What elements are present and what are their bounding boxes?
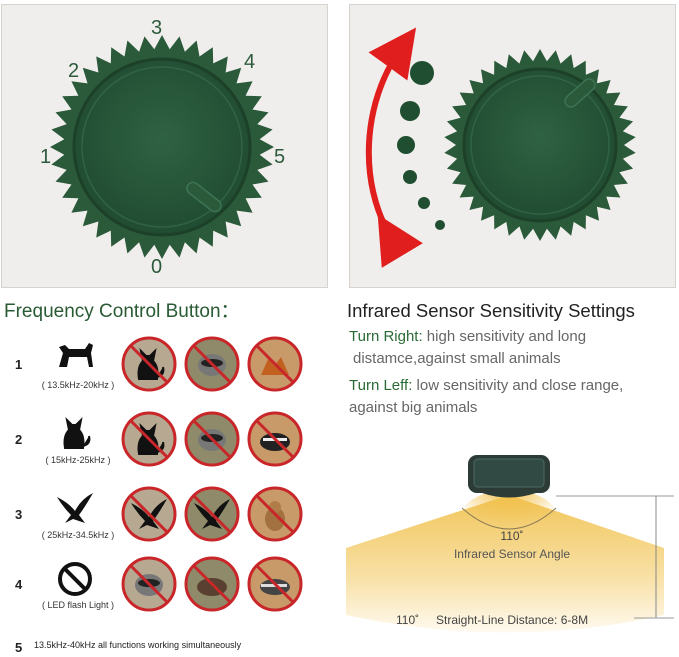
row-5-note: 13.5kHz-40kHz all functions working simu… (34, 640, 242, 650)
turn-left-line-1: Turn Leff: low sensitivity and close ran… (349, 377, 623, 394)
turn-right-text-1: high sensitivity and long (422, 328, 587, 345)
bird-icon (183, 485, 241, 543)
row-2-frequency: ( 15kHz-25kHz ) (45, 455, 111, 465)
raccoon-icon (183, 410, 241, 468)
row-1-number: 1 (15, 357, 23, 372)
knob-label-5: 5 (274, 146, 286, 168)
sensitivity-dot (397, 136, 415, 154)
dog-icon (55, 339, 95, 382)
sensitivity-dot (435, 220, 445, 230)
turn-left-line-2: against big animals (349, 399, 478, 416)
turn-left-label: Turn Leff: (349, 377, 413, 394)
squirrel-icon (246, 485, 304, 543)
knob-pointer (564, 78, 596, 108)
angle-value: 110˚ (500, 529, 523, 543)
turn-right-label: Turn Right: (349, 328, 423, 345)
badger-icon (246, 555, 304, 613)
turn-right-line-2: distamce,against small animals (353, 350, 561, 367)
knob-label-2: 2 (68, 60, 80, 82)
turn-right-line-1: Turn Right: high sensitivity and long (349, 328, 586, 345)
fox-icon (246, 335, 304, 393)
sensitivity-dot (403, 170, 417, 184)
knob-label-4: 4 (244, 51, 256, 73)
raccoon-icon (183, 335, 241, 393)
raccoon-icon (120, 555, 178, 613)
knob-label-3: 3 (151, 17, 163, 39)
prohibited-icon (55, 559, 95, 602)
sensitivity-dot (410, 61, 434, 85)
knob-label-1: 1 (40, 146, 52, 168)
row-4-number: 4 (15, 577, 23, 592)
knob-right-panel (349, 4, 676, 288)
distance-label: Straight-Line Distance: 6-8M (436, 613, 588, 627)
row-1-frequency: ( 13.5kHz-20kHz ) (41, 380, 115, 390)
skunk-icon (246, 410, 304, 468)
knob-left-panel: 3 2 4 1 5 0 (1, 4, 328, 288)
knob-pointer (186, 181, 222, 213)
bottom-angle: 110˚ (396, 613, 419, 627)
sensitivity-knob[interactable] (350, 5, 675, 287)
bird-icon (120, 485, 178, 543)
row-4-frequency: ( LED flash Light ) (41, 600, 115, 610)
cat-icon (120, 335, 178, 393)
turn-left-text-1: low sensitivity and close range, (412, 377, 624, 394)
rotation-arrow (365, 27, 423, 268)
boar-icon (183, 555, 241, 613)
cat-icon (55, 414, 95, 457)
sensitivity-dot (418, 197, 430, 209)
frequency-knob[interactable] (2, 5, 327, 287)
cat-icon (120, 410, 178, 468)
bird-icon (55, 489, 95, 532)
sensor-diagram: 110˚ Infrared Sensor Angle 110˚ Straight… (346, 455, 674, 633)
infrared-beam (346, 495, 664, 633)
row-3-frequency: ( 25kHz-34.5kHz ) (41, 530, 115, 540)
row-2-number: 2 (15, 432, 23, 447)
sensor-title: Infrared Sensor Sensitivity Settings (347, 300, 635, 321)
row-3-number: 3 (15, 507, 23, 522)
frequency-title: Frequency Control Button： (4, 301, 240, 322)
knob-label-0: 0 (151, 256, 163, 278)
angle-label: Infrared Sensor Angle (454, 547, 570, 561)
sensitivity-dot (400, 101, 420, 121)
row-5-number: 5 (15, 640, 23, 655)
